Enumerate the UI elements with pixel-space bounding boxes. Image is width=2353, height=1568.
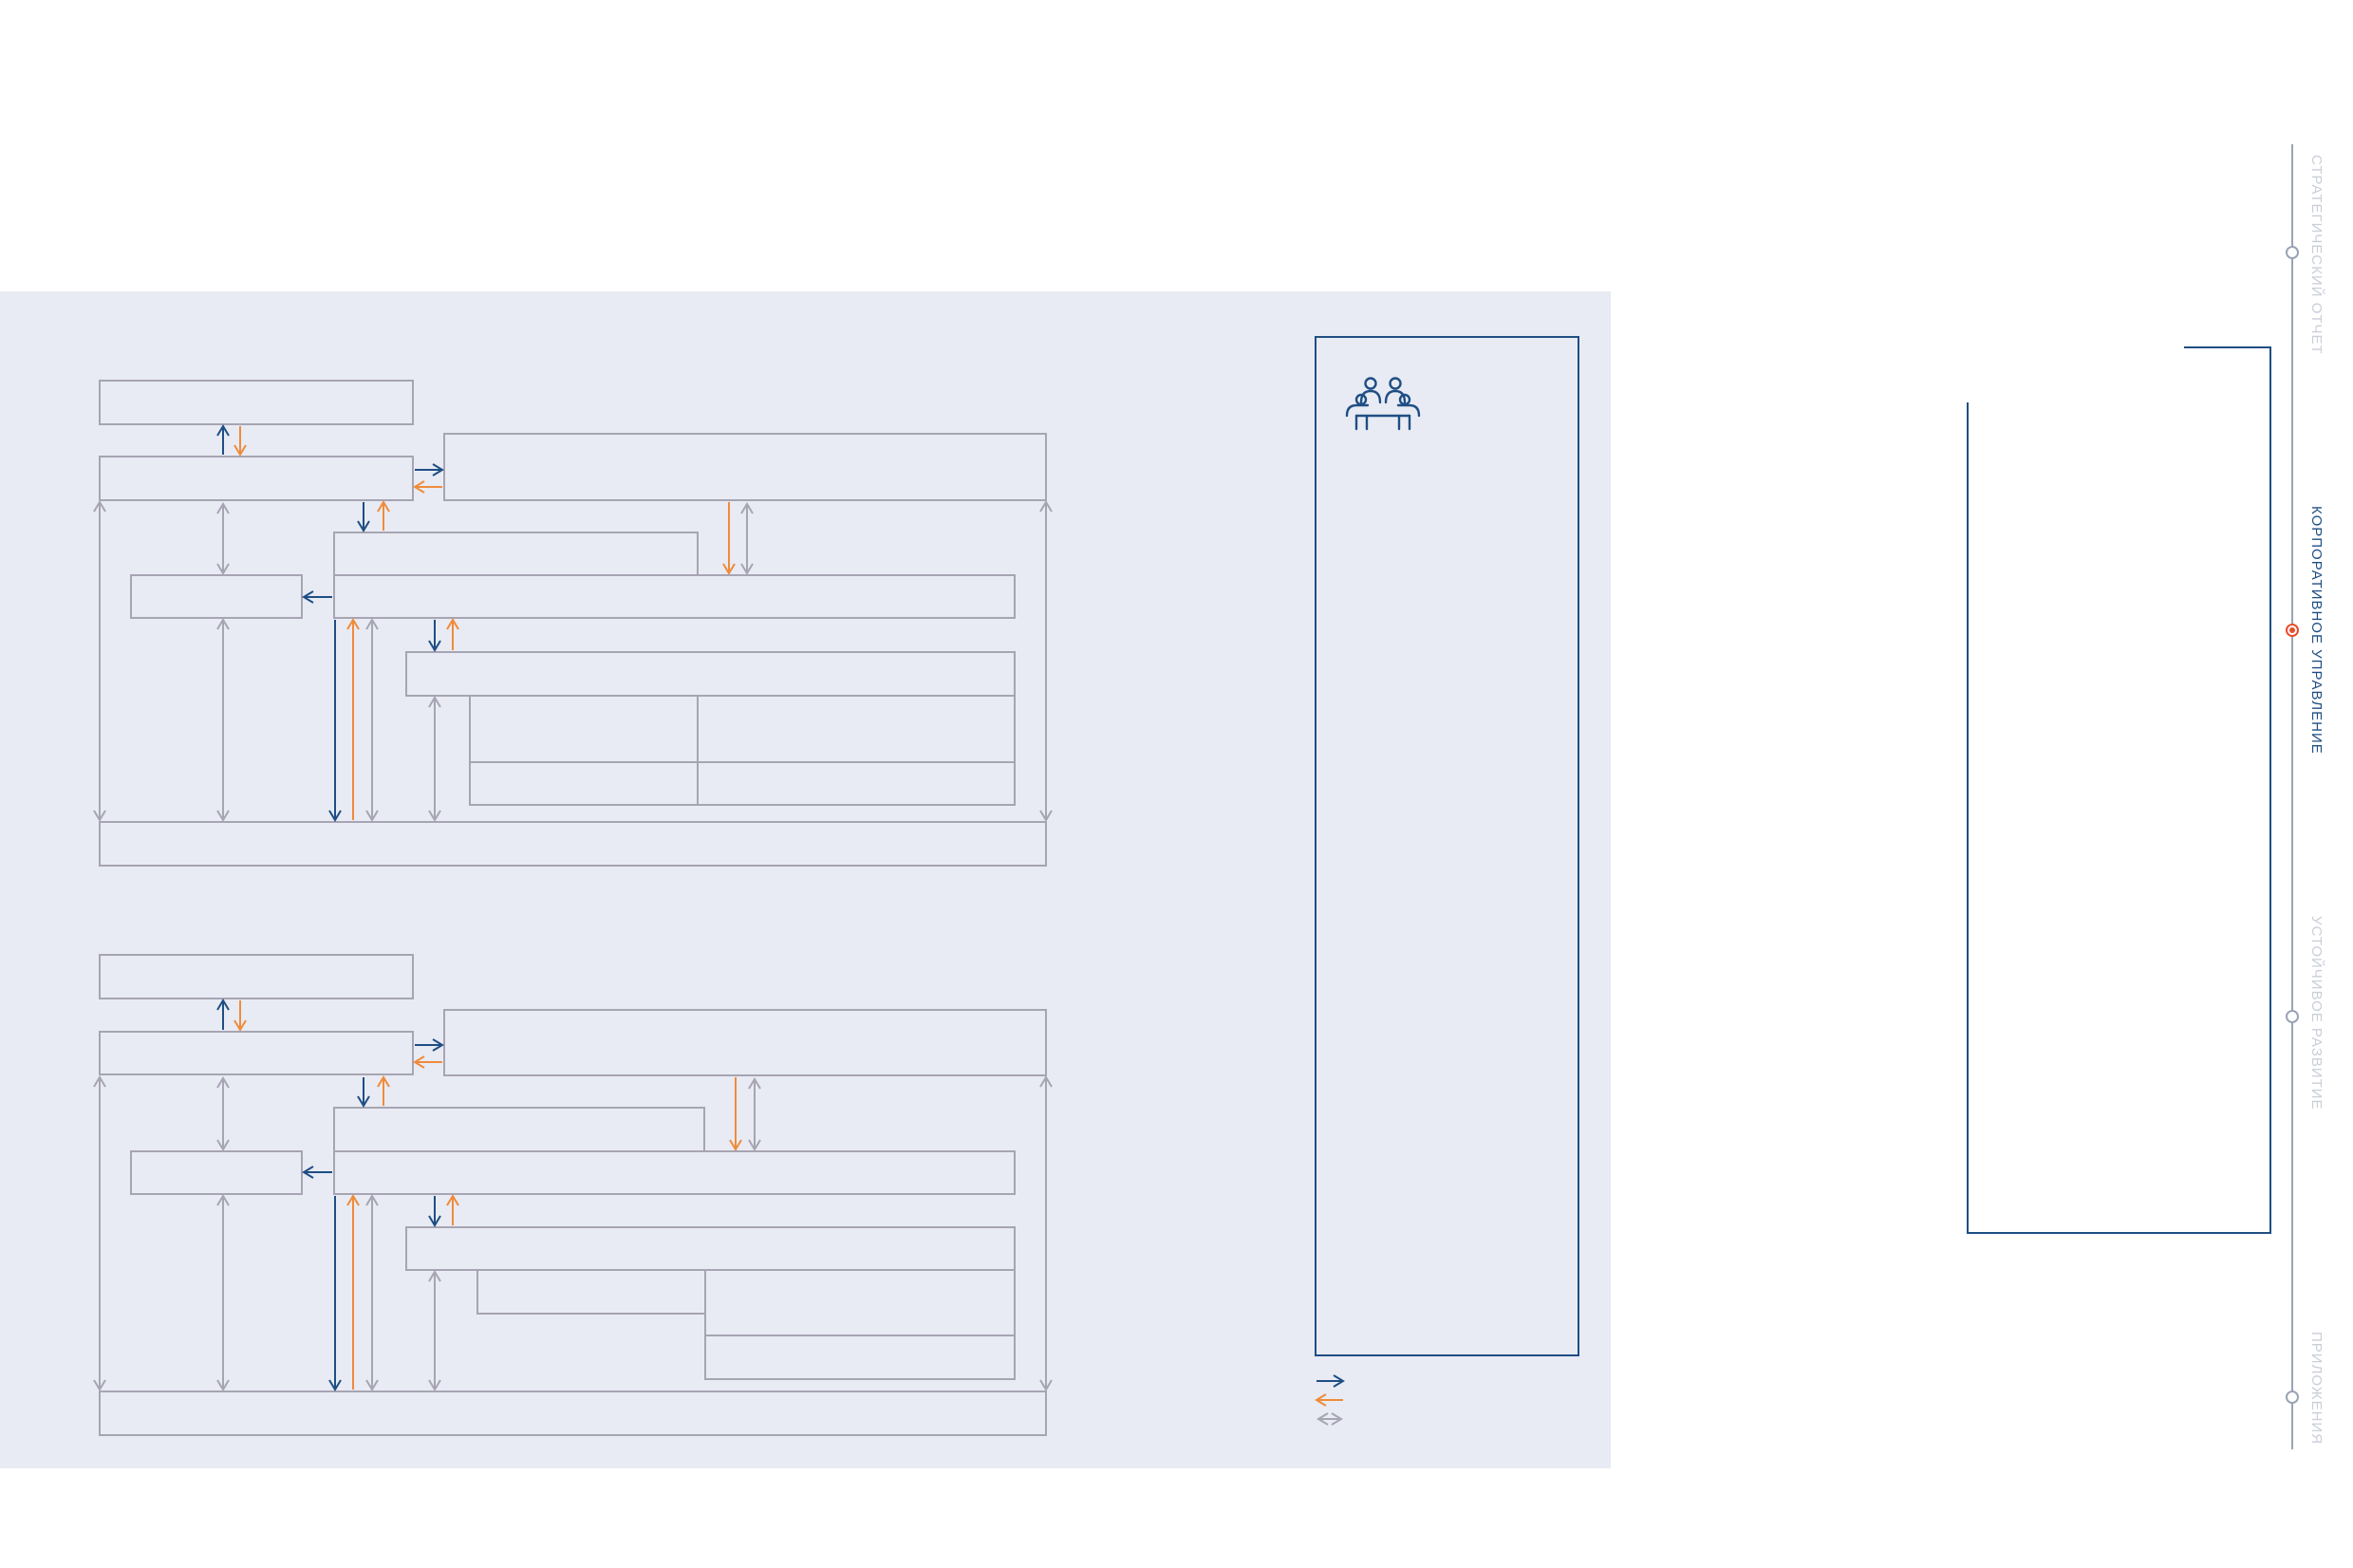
box-subsidiaries-2 bbox=[99, 1391, 1047, 1436]
box-audit-2 bbox=[130, 1150, 303, 1195]
nav-dot-corporate-governance[interactable] bbox=[2286, 624, 2299, 637]
box-divisions bbox=[405, 651, 1016, 697]
nav-dot-strategic-report[interactable] bbox=[2286, 246, 2299, 259]
box-board-2 bbox=[99, 1031, 414, 1075]
bottom-structure bbox=[99, 954, 1047, 1436]
nav-item-sustainable-development[interactable]: УСТОЙЧИВОЕ РАЗВИТИЕ bbox=[2308, 916, 2325, 1111]
box-board-committees-2 bbox=[443, 1009, 1047, 1076]
box-ceo bbox=[333, 532, 699, 576]
box-board-committees bbox=[443, 433, 1047, 501]
box-management-2 bbox=[333, 1150, 1016, 1195]
nav-dot-sustainable-development[interactable] bbox=[2286, 1010, 2299, 1023]
diagram-panel bbox=[0, 291, 1611, 1468]
people-meeting-icon bbox=[1345, 377, 1421, 431]
box-shareholders-2 bbox=[99, 954, 414, 999]
box-unit-a bbox=[469, 695, 699, 763]
nav-item-strategic-report[interactable]: СТРАТЕГИЧЕСКИЙ ОТЧЕТ bbox=[2308, 155, 2325, 355]
box-unit-b-2 bbox=[704, 1269, 1016, 1336]
box-board bbox=[99, 456, 414, 501]
bracket-frame bbox=[1967, 346, 2271, 1234]
box-unit-d bbox=[697, 761, 1016, 806]
box-management bbox=[333, 574, 1016, 619]
box-divisions-2 bbox=[405, 1226, 1016, 1271]
top-arrows bbox=[93, 424, 1053, 822]
box-unit-a-2 bbox=[476, 1269, 706, 1315]
box-unit-d-2 bbox=[704, 1335, 1016, 1380]
nav-dot-appendices[interactable] bbox=[2286, 1391, 2299, 1404]
box-shareholders bbox=[99, 380, 414, 425]
legend bbox=[1315, 1374, 1345, 1426]
nav-item-appendices[interactable]: ПРИЛОЖЕНИЯ bbox=[2308, 1332, 2325, 1446]
box-subsidiaries bbox=[99, 821, 1047, 867]
info-box bbox=[1315, 336, 1579, 1356]
box-audit bbox=[130, 574, 303, 619]
box-ceo-2 bbox=[333, 1107, 705, 1152]
box-unit-c bbox=[469, 761, 699, 806]
box-unit-b bbox=[697, 695, 1016, 763]
side-nav-line bbox=[2291, 144, 2293, 1449]
nav-item-corporate-governance[interactable]: КОРПОРАТИВНОЕ УПРАВЛЕНИЕ bbox=[2308, 506, 2325, 755]
bottom-arrows bbox=[93, 999, 1053, 1391]
top-structure bbox=[99, 380, 1047, 867]
